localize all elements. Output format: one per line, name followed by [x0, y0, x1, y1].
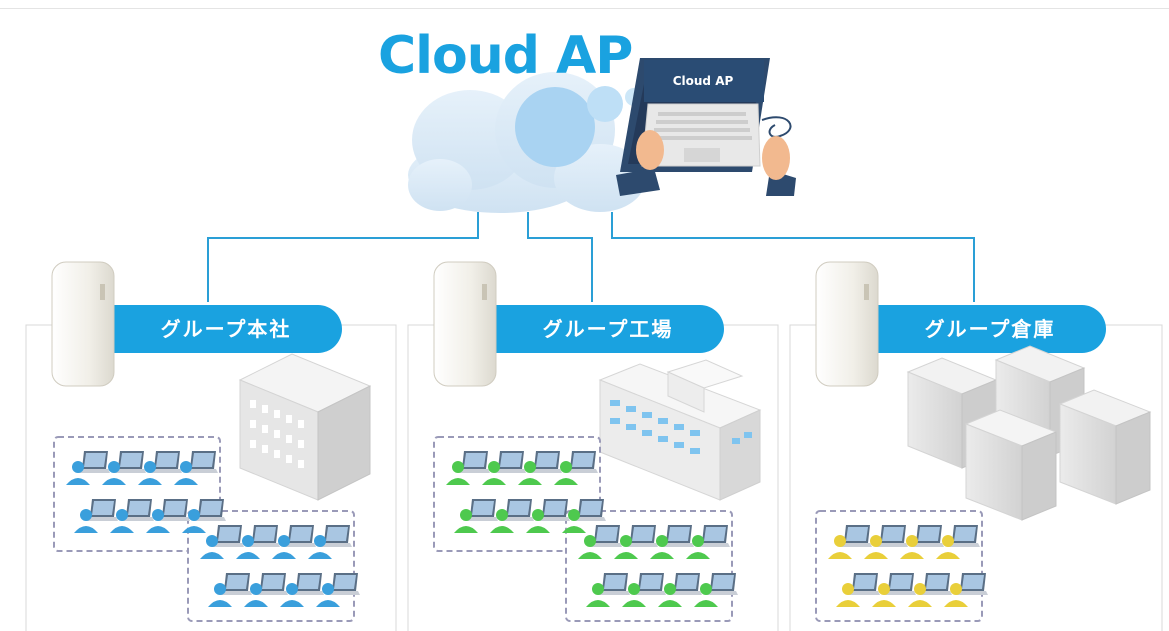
user-laptop-icon — [102, 451, 146, 485]
user-laptop-icon — [836, 573, 880, 607]
user-laptop-icon — [446, 451, 490, 485]
user-laptop-icon — [244, 573, 288, 607]
user-laptop-icon — [66, 451, 110, 485]
user-laptop-icon — [200, 525, 244, 559]
user-laptop-icon — [316, 573, 360, 607]
user-laptop-icon — [174, 451, 218, 485]
user-laptop-icon — [490, 499, 534, 533]
user-icons — [66, 451, 988, 607]
user-laptop-icon — [908, 573, 952, 607]
factory-icon — [598, 359, 762, 501]
user-laptop-icon — [872, 573, 916, 607]
user-laptop-icon — [110, 499, 154, 533]
user-laptop-icon — [74, 499, 118, 533]
user-laptop-icon — [944, 573, 988, 607]
user-laptop-icon — [308, 525, 352, 559]
network-lines — [207, 212, 975, 302]
user-laptop-icon — [578, 525, 622, 559]
user-laptop-icon — [526, 499, 570, 533]
top-border — [0, 8, 1169, 9]
user-laptop-icon — [900, 525, 944, 559]
user-laptop-icon — [562, 499, 606, 533]
user-laptop-icon — [622, 573, 666, 607]
user-laptop-icon — [272, 525, 316, 559]
site-label-warehouse: グループ倉庫 — [924, 317, 1056, 341]
user-laptop-icon — [586, 573, 630, 607]
user-laptop-icon — [518, 451, 562, 485]
cloud-icon — [408, 72, 646, 213]
user-laptop-icon — [864, 525, 908, 559]
user-laptop-icon — [138, 451, 182, 485]
user-laptop-icon — [482, 451, 526, 485]
user-laptop-icon — [828, 525, 872, 559]
page-title: Cloud AP — [378, 26, 633, 86]
user-laptop-icon — [454, 499, 498, 533]
user-laptop-icon — [182, 499, 226, 533]
user-laptop-icon — [280, 573, 324, 607]
user-laptop-icon — [650, 525, 694, 559]
user-laptop-icon — [554, 451, 598, 485]
office-building-icon — [238, 353, 372, 501]
user-laptop-icon — [614, 525, 658, 559]
site-label-pills — [110, 305, 1106, 353]
access-point-icon — [51, 261, 879, 387]
user-laptop-icon — [936, 525, 980, 559]
warehouse-icon — [906, 345, 1152, 521]
user-laptop-icon — [208, 573, 252, 607]
user-laptop-icon — [694, 573, 738, 607]
site-label-factory: グループ工場 — [542, 317, 674, 341]
laptop-icon — [616, 58, 796, 196]
user-laptop-icon — [658, 573, 702, 607]
site-label-hq: グループ本社 — [160, 317, 292, 341]
user-laptop-icon — [236, 525, 280, 559]
user-laptop-icon — [686, 525, 730, 559]
laptop-screen-text: Cloud AP — [672, 74, 734, 88]
user-laptop-icon — [146, 499, 190, 533]
